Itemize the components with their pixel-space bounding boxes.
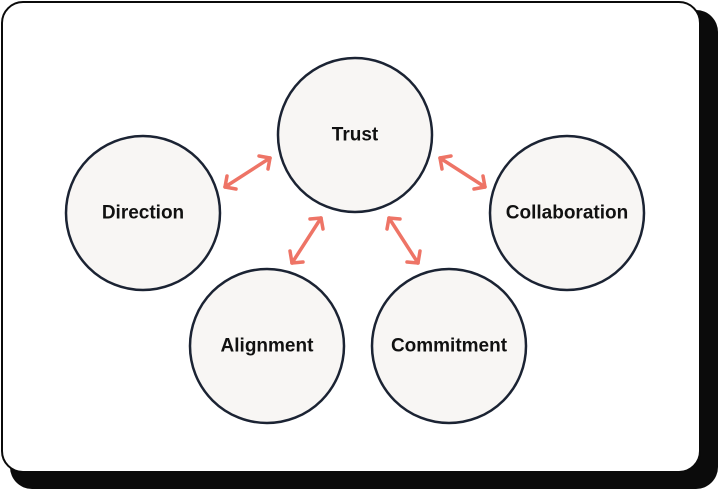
arrow-trust-collaboration — [438, 154, 487, 191]
node-collaboration: Collaboration — [488, 134, 646, 292]
arrow-direction-trust — [223, 154, 272, 191]
node-alignment-label: Alignment — [221, 336, 315, 357]
node-trust: Trust — [276, 56, 434, 214]
node-trust-circle — [276, 56, 434, 214]
arrow-trust-alignment — [288, 216, 325, 265]
node-collaboration-circle — [488, 134, 646, 292]
node-alignment: Alignment — [188, 267, 346, 425]
node-direction: Direction — [64, 134, 222, 292]
arrow-trust-commitment — [385, 216, 422, 265]
node-direction-circle — [64, 134, 222, 292]
node-commitment: Commitment — [370, 267, 528, 425]
node-direction-label: Direction — [102, 203, 184, 224]
node-collaboration-label: Collaboration — [506, 203, 628, 224]
node-commitment-circle — [370, 267, 528, 425]
node-commitment-label: Commitment — [391, 336, 508, 357]
node-alignment-circle — [188, 267, 346, 425]
node-trust-label: Trust — [332, 125, 379, 146]
